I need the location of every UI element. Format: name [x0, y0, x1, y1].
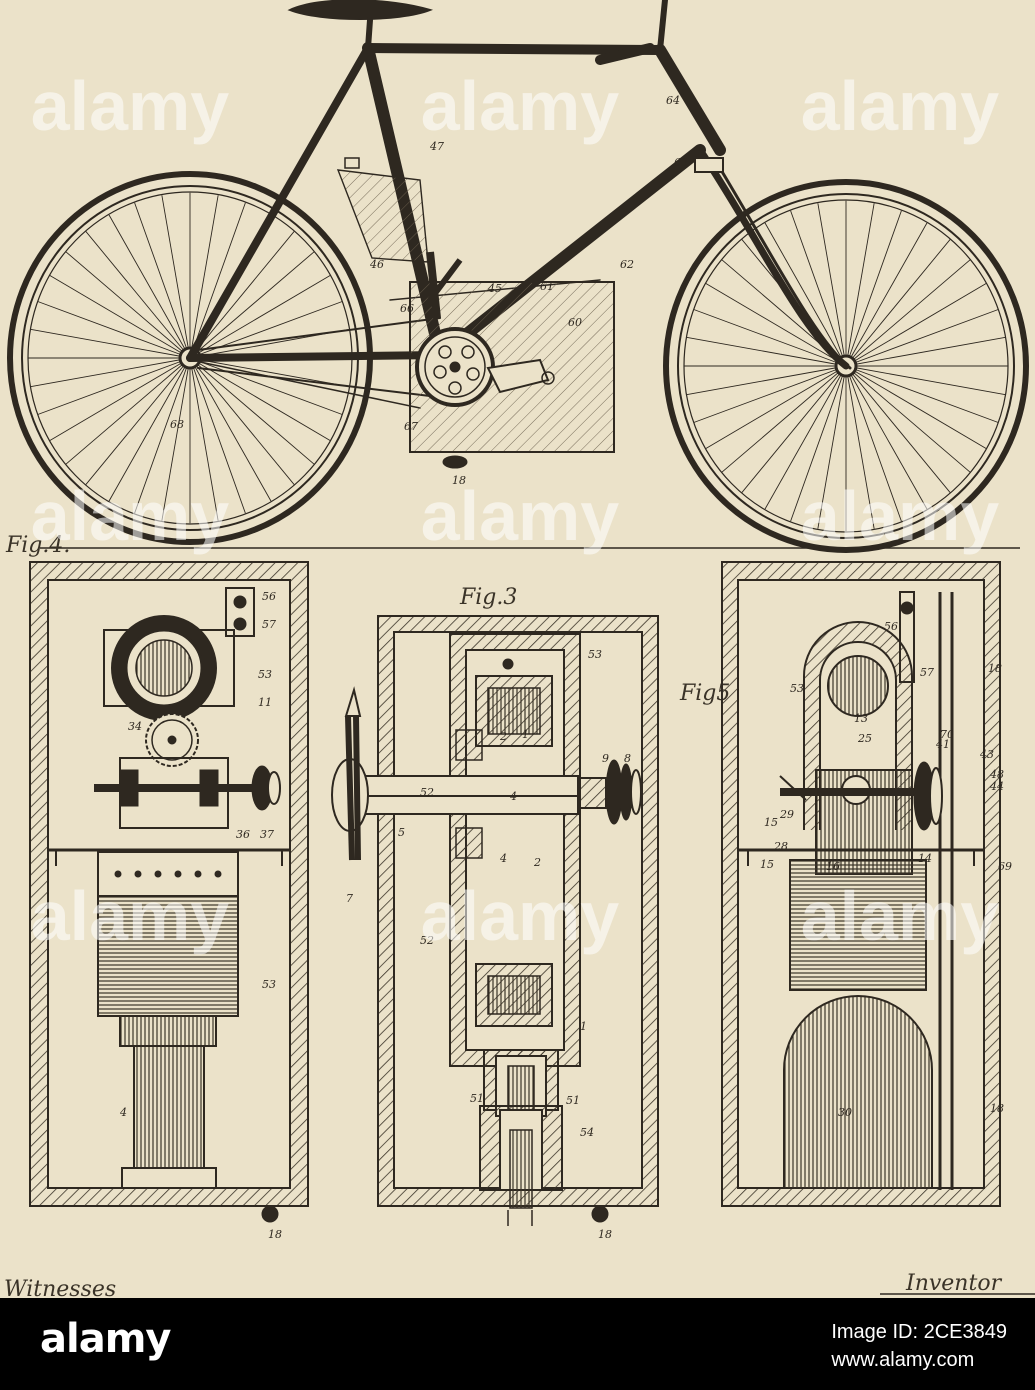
reference-numeral: 64 — [666, 94, 680, 107]
motor-housing — [410, 252, 614, 468]
watermark-left-low: alamy — [31, 877, 230, 955]
reference-numeral: 14 — [918, 852, 932, 865]
reference-numeral: 51 — [470, 1092, 484, 1105]
reference-numeral: 63 — [674, 156, 688, 169]
stock-footer-bar: alamy Image ID: 2CE3849 www.alamy.com — [0, 1298, 1035, 1390]
reference-numeral: 8 — [624, 752, 631, 765]
reference-numeral: 1 — [580, 1020, 587, 1033]
reference-numeral: 52 — [420, 786, 434, 799]
reference-numeral: 13 — [854, 712, 868, 725]
reference-numeral: 67 — [404, 420, 418, 433]
watermark-left-top: alamy — [31, 67, 230, 145]
watermark-right-top: alamy — [801, 67, 1000, 145]
watermark-left-mid: alamy — [31, 477, 230, 555]
reference-numeral: 16 — [826, 860, 840, 873]
reference-numeral: 1 — [522, 728, 529, 741]
reference-numeral: 53 — [258, 668, 272, 681]
reference-numeral: 69 — [998, 860, 1012, 873]
reference-numeral: 43 — [979, 748, 994, 761]
site-url-text[interactable]: www.alamy.com — [831, 1346, 1007, 1374]
figure-3-caption: Fig.3 — [459, 585, 517, 610]
reference-numeral: 15 — [760, 858, 774, 871]
reference-numeral: 7 — [346, 892, 353, 905]
watermark-lower: alamy — [421, 877, 620, 955]
reference-numeral: 5 — [398, 826, 405, 839]
image-id-text: Image ID: 2CE3849 — [831, 1318, 1007, 1346]
alamy-logo-text: alamy — [40, 1316, 170, 1362]
reference-numeral: 56 — [884, 620, 898, 633]
reference-numeral: 15 — [764, 816, 778, 829]
watermark-middle: alamy — [421, 477, 620, 555]
reference-numeral: 2 — [499, 730, 507, 743]
reference-numeral: 53 — [262, 978, 276, 991]
reference-numeral: 53 — [790, 682, 804, 695]
reference-numeral: 53 — [588, 648, 602, 661]
watermark-right-mid: alamy — [801, 477, 1000, 555]
reference-numeral: 41 — [935, 738, 950, 751]
witnesses-signature-line: Witnesses — [4, 1277, 116, 1298]
reference-numeral: 37 — [260, 828, 274, 841]
reference-numeral: 25 — [857, 732, 872, 745]
reference-numeral: 11 — [258, 696, 272, 709]
reference-numeral: 28 — [773, 840, 788, 853]
reference-numeral: 68 — [170, 418, 184, 431]
patent-drawing: 644763464561626066686718 Fig.4. — [0, 0, 1035, 1298]
reference-numeral: 2 — [533, 856, 541, 869]
inventor-signature-line: Inventor — [905, 1271, 1003, 1296]
reference-numeral: 30 — [838, 1106, 852, 1119]
watermark-center: alamy — [421, 67, 620, 145]
reference-numeral: 36 — [236, 828, 250, 841]
reference-numeral: 46 — [369, 258, 384, 271]
reference-numeral: 4 — [509, 790, 517, 803]
reference-numeral: 29 — [779, 808, 794, 821]
reference-numeral: 4 — [119, 1106, 127, 1119]
patent-drawing-plate: 644763464561626066686718 Fig.4. — [0, 0, 1035, 1298]
reference-numeral: 56 — [262, 590, 276, 603]
reference-numeral: 57 — [262, 618, 276, 631]
reference-numeral: 9 — [602, 752, 609, 765]
reference-numeral: 18 — [268, 1228, 282, 1241]
reference-numeral: 44 — [989, 780, 1004, 793]
watermark-right-low: alamy — [801, 877, 1000, 955]
reference-numeral: 4 — [499, 852, 507, 865]
reference-numeral: 45 — [487, 282, 502, 295]
reference-numeral: 34 — [128, 720, 142, 733]
reference-numeral: 18 — [990, 1102, 1004, 1115]
reference-numeral: 18 — [988, 662, 1002, 675]
reference-numeral: 54 — [580, 1126, 594, 1139]
tank-46 — [338, 158, 428, 262]
reference-numeral: 60 — [568, 316, 582, 329]
reference-numeral: 62 — [620, 258, 634, 271]
reference-numeral: 66 — [400, 302, 414, 315]
reference-numeral: 61 — [540, 280, 554, 293]
reference-numeral: 18 — [598, 1228, 612, 1241]
reference-numeral: 57 — [920, 666, 934, 679]
image-info: Image ID: 2CE3849 www.alamy.com — [831, 1318, 1007, 1374]
reference-numeral: 51 — [566, 1094, 580, 1107]
